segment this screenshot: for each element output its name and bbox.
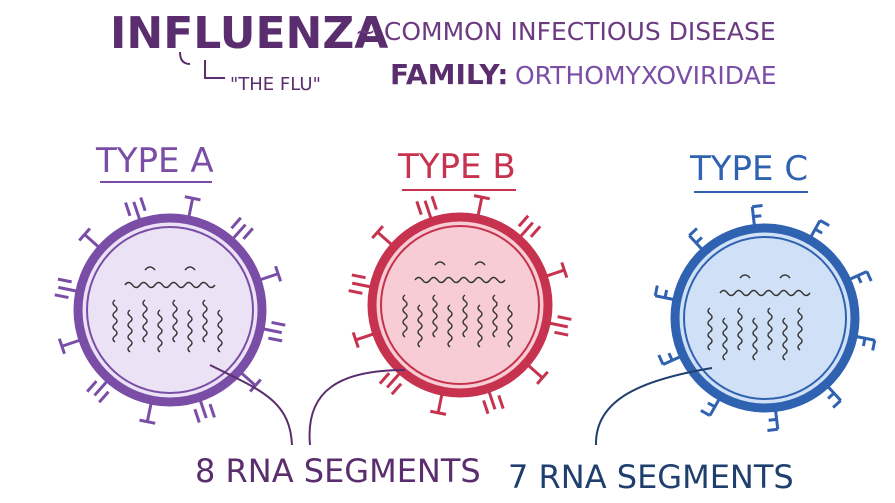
rna-segment (737, 307, 743, 351)
segments-ab-label: 8 RNA SEGMENTS (195, 452, 481, 490)
family-label: FAMILY: (390, 58, 508, 91)
virus-mouth (414, 276, 506, 284)
rna-segment (722, 317, 728, 361)
virus-envelope (73, 213, 267, 407)
virus-envelope (670, 223, 860, 413)
rna-segment (187, 309, 193, 353)
virus-type-b: TYPE B (348, 147, 572, 416)
rna-segment (507, 304, 513, 348)
type-b-label: TYPE B (397, 147, 516, 187)
rna-segment (402, 294, 408, 338)
type-a-label: TYPE A (95, 141, 214, 181)
pointer-line-b (308, 369, 406, 446)
virus-mouth (719, 289, 811, 297)
rna-segment (432, 294, 438, 338)
rna-segment (707, 307, 713, 351)
virus-inner-membrane (683, 236, 847, 400)
rna-segment (752, 317, 758, 361)
rna-segment (202, 299, 208, 343)
pointer-line-c (594, 367, 713, 446)
nickname-bracket (179, 51, 225, 79)
rna-segment (157, 309, 163, 353)
rna-segment (492, 294, 498, 338)
h-spike-icon (229, 216, 254, 243)
rna-segment (447, 304, 453, 348)
rna-segment (782, 317, 788, 361)
virus-type-c: TYPE C (653, 149, 877, 432)
segments-c-label: 7 RNA SEGMENTS (508, 458, 794, 496)
family-name: ORTHOMYXOVIRIDAE (515, 61, 777, 90)
subtitle-common-disease: ~ COMMON INFECTIOUS DISEASE (355, 17, 776, 46)
rna-segment (797, 307, 803, 351)
rna-segment (217, 309, 223, 353)
rna-segment (172, 299, 178, 343)
rna-segment (112, 299, 118, 343)
h-spike-icon (86, 377, 111, 404)
title-influenza: INFLUENZA (110, 8, 388, 59)
nickname-the-flu: "THE FLU" (230, 74, 321, 95)
rna-segment (417, 304, 423, 348)
rna-segment (127, 309, 133, 353)
virus-mouth (124, 281, 216, 289)
virus-inner-membrane (86, 226, 254, 394)
rna-segment (767, 307, 773, 351)
rna-segment (462, 294, 468, 338)
virus-inner-membrane (380, 225, 540, 385)
virus-eyes (434, 261, 486, 266)
virus-envelope (367, 212, 553, 398)
virus-eyes (739, 274, 791, 279)
rna-segment (142, 299, 148, 343)
type-c-label: TYPE C (689, 149, 808, 189)
virus-eyes (144, 266, 196, 271)
pointer-line-a (209, 364, 293, 446)
virus-type-a: TYPE A (54, 141, 286, 425)
h-spike-icon (378, 369, 403, 396)
rna-segment (477, 304, 483, 348)
h-spike-icon (517, 214, 542, 241)
